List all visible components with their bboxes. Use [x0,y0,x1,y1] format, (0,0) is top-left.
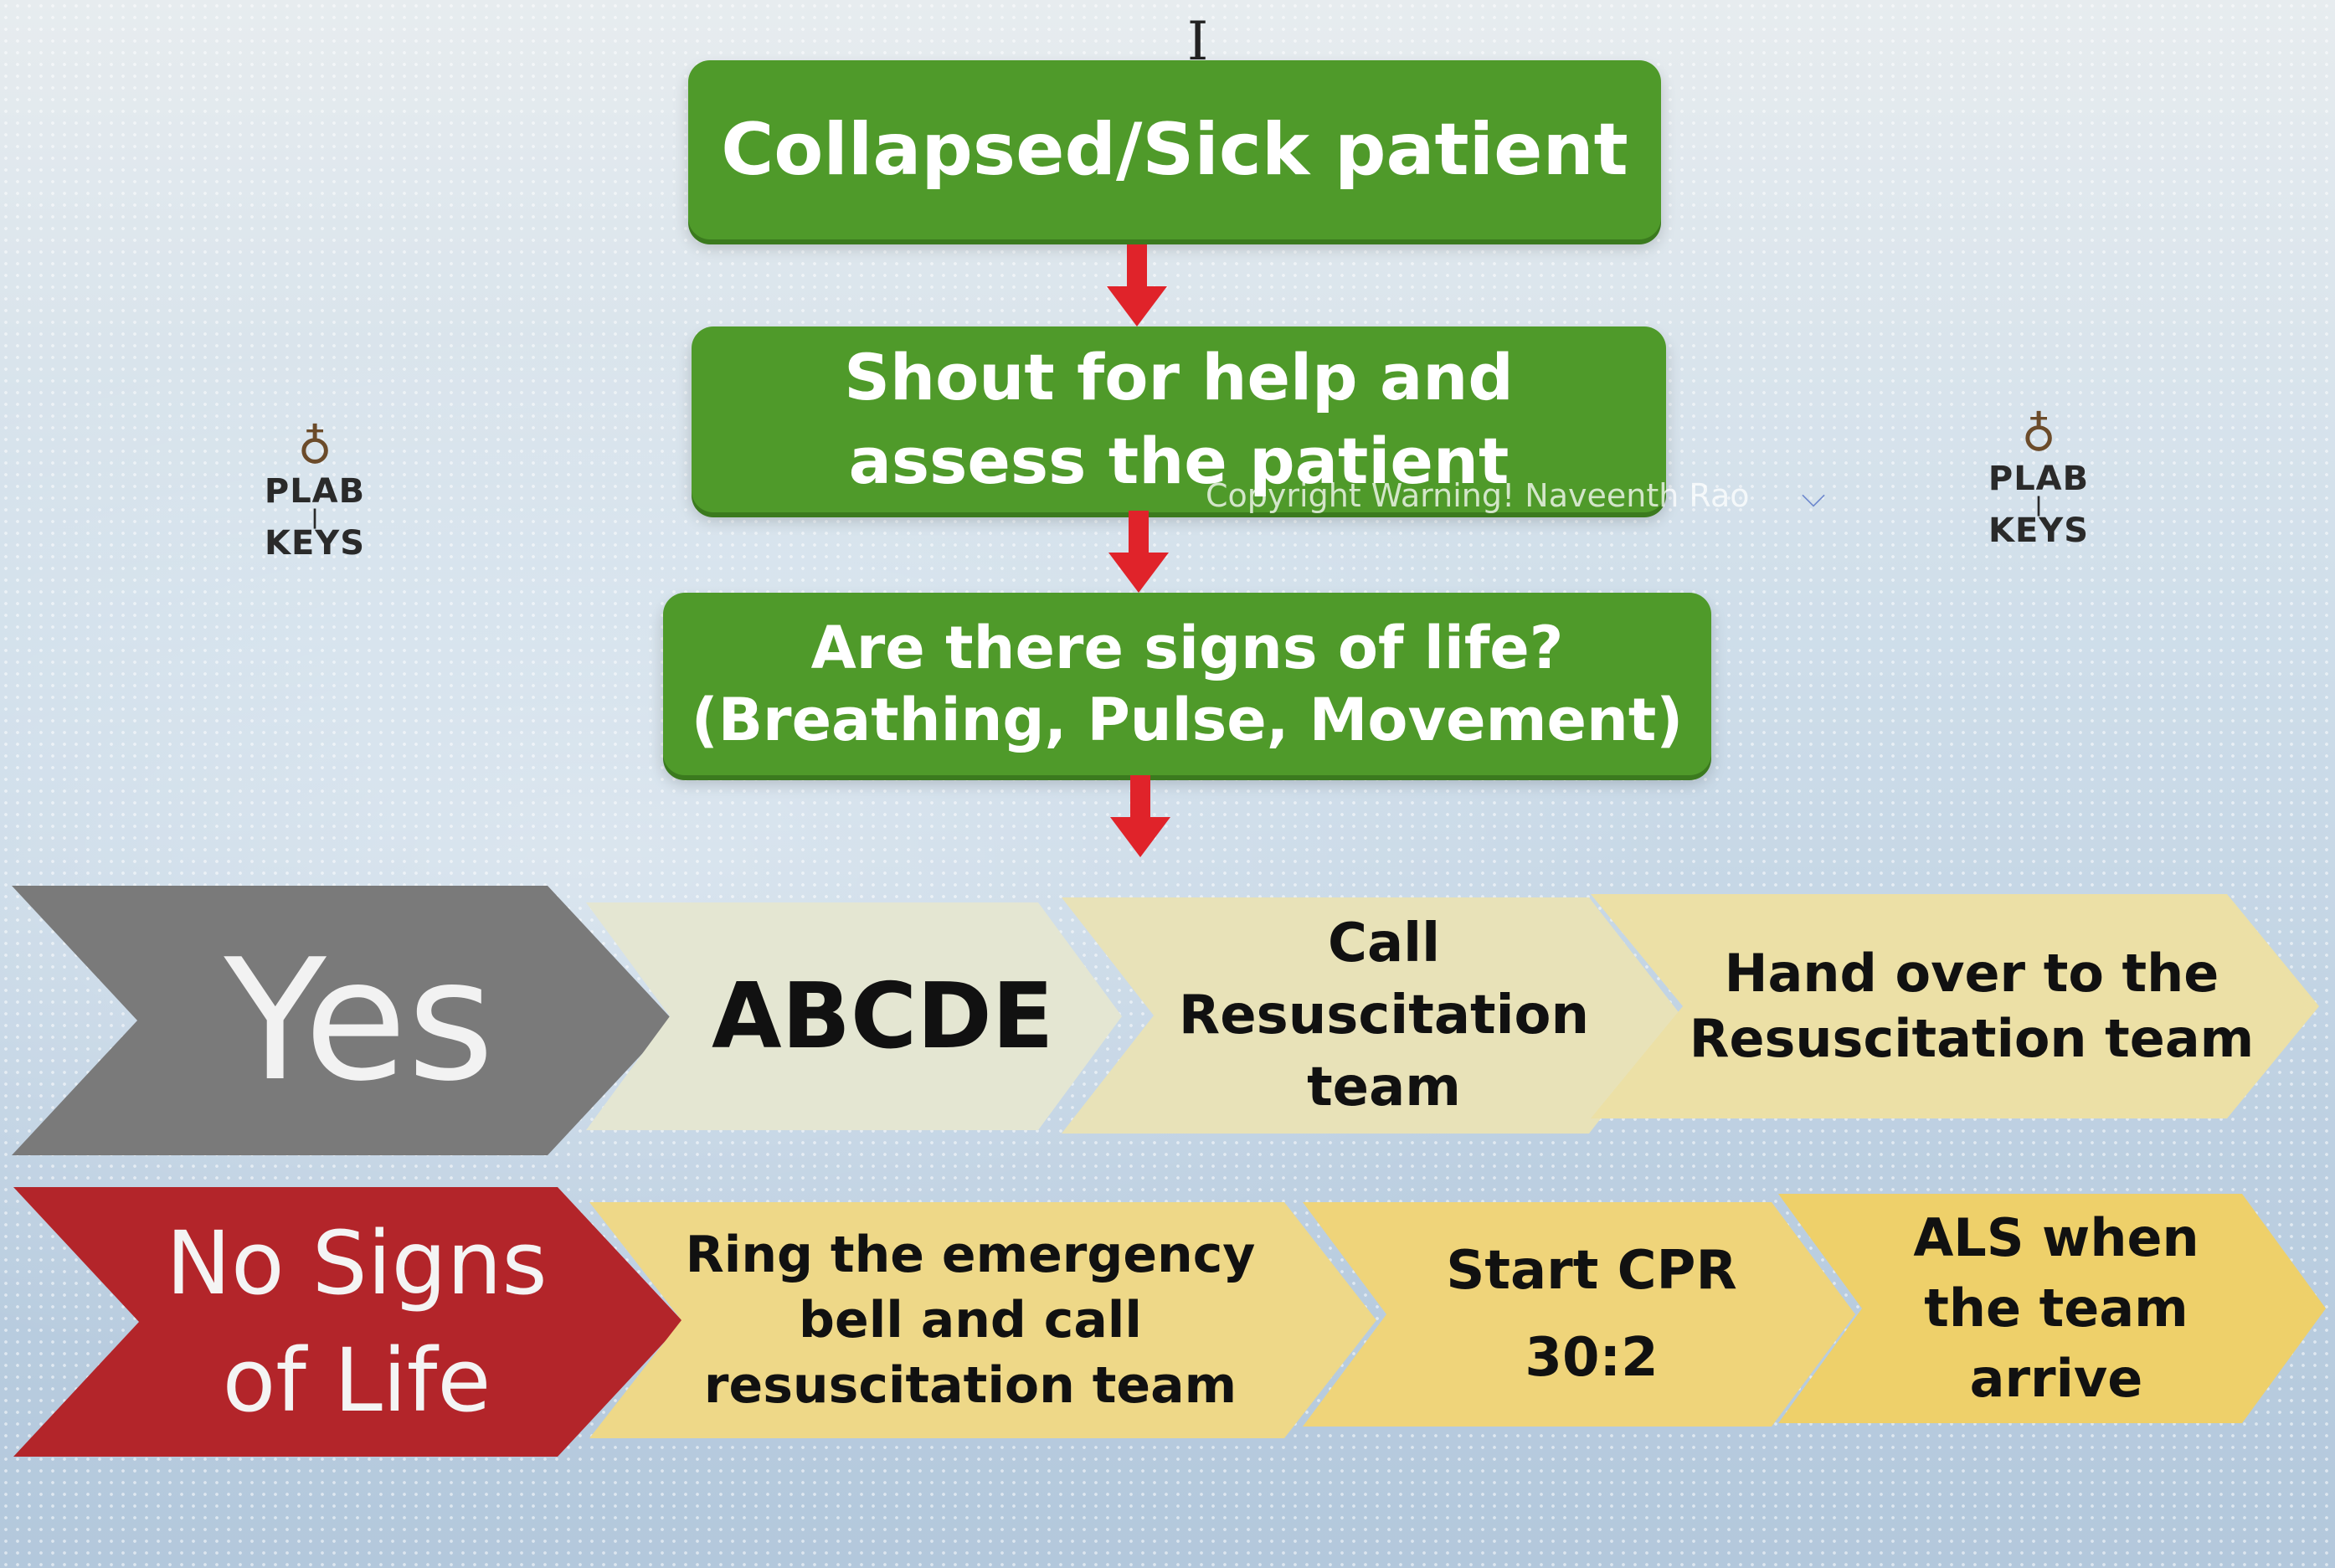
step1-text: Collapsed/Sick patient [721,108,1628,192]
hand-over-chevron: Hand over to the Resuscitation team [1591,894,2319,1118]
call-resus-line3: team [1307,1056,1461,1118]
ring-bell-label-wrap: Ring the emergency bell and call resusci… [589,1202,1376,1438]
down-arrow-2 [1108,511,1169,593]
ring-bell-line1: Ring the emergency [685,1226,1256,1284]
no-signs-line2: of Life [222,1329,491,1432]
step2-line1: Shout for help and [844,340,1514,414]
yes-label-wrap: Yes [12,886,673,1155]
logo-word-plab: PLAB [1988,460,2090,498]
als-chevron: ALS when the team arrive [1778,1194,2326,1423]
text-cursor-icon: I [1187,11,1209,73]
no-signs-label-wrap: No Signs of Life [13,1187,683,1457]
als-line2: the team [1924,1278,2188,1339]
step3-line2: (Breathing, Pulse, Movement) [691,686,1684,754]
no-signs-chevron: No Signs of Life [13,1187,683,1457]
down-arrow-1 [1107,244,1167,326]
ring-bell-line3: resuscitation team [703,1356,1237,1415]
start-cpr-label-wrap: Start CPR 30:2 [1303,1202,1855,1427]
abcde-text: ABCDE [712,964,1054,1069]
call-resus-line2: Resuscitation [1178,984,1590,1046]
collapsed-sick-patient-box: Collapsed/Sick patient [688,60,1661,239]
start-cpr-line2: 30:2 [1525,1327,1659,1389]
als-line1: ALS when [1913,1207,2199,1268]
logo-word-keys: KEYS [1988,512,2090,550]
hand-over-label-wrap: Hand over to the Resuscitation team [1591,894,2319,1118]
yes-label: Yes [224,923,495,1118]
plab-keys-logo-right: ♁ PLAB | KEYS [1972,408,2106,550]
copyright-text: Copyright Warning! Naveenth Rao [1206,477,1750,514]
no-signs-chevron-shape [13,1187,683,1457]
shout-for-help-box: Shout for help and assess the patient [692,326,1666,512]
lightbulb-icon: ♁ [297,420,332,475]
start-cpr-line1: Start CPR [1446,1240,1737,1302]
logo-divider: | [311,506,319,529]
abcde-chevron-shape [586,902,1122,1130]
lightbulb-icon: ♁ [2021,408,2056,462]
step2-line2: assess the patient [848,424,1510,498]
no-signs-line1: No Signs [166,1212,548,1314]
yes-chevron-shape [12,886,673,1155]
ring-bell-line2: bell and call [799,1291,1142,1350]
chevron-down-icon[interactable]: ⌵ [1801,477,1826,514]
copyright-watermark: Copyright Warning! Naveenth Rao ⌵ [1206,477,1825,515]
step3-line1: Are there signs of life? [810,614,1564,682]
als-line3: arrive [1969,1348,2143,1409]
abcde-chevron: ABCDE [586,902,1122,1130]
abcde-label-wrap: ABCDE [586,902,1122,1130]
yes-chevron: Yes [12,886,673,1155]
ring-bell-chevron-shape [589,1202,1376,1438]
logo-word-keys: KEYS [264,524,366,563]
call-resus-line1: Call [1327,913,1441,974]
call-resus-label-wrap: Call Resuscitation team [1062,897,1681,1134]
down-arrow-3 [1110,775,1170,857]
logo-word-plab: PLAB [264,472,366,511]
plab-keys-logo-left: ♁ PLAB | KEYS [248,420,382,563]
hand-over-chevron-shape [1591,894,2319,1118]
call-resus-chevron-shape [1062,897,1681,1134]
start-cpr-chevron: Start CPR 30:2 [1303,1202,1855,1427]
als-label-wrap: ALS when the team arrive [1778,1194,2326,1423]
ring-bell-chevron: Ring the emergency bell and call resusci… [589,1202,1376,1438]
logo-divider: | [2034,493,2043,517]
hand-over-line2: Resuscitation team [1689,1008,2255,1069]
als-chevron-shape [1778,1194,2326,1423]
call-resus-team-chevron: Call Resuscitation team [1062,897,1681,1134]
signs-of-life-box: Are there signs of life? (Breathing, Pul… [663,593,1711,775]
hand-over-line1: Hand over to the [1724,943,2219,1004]
start-cpr-chevron-shape [1303,1202,1855,1427]
